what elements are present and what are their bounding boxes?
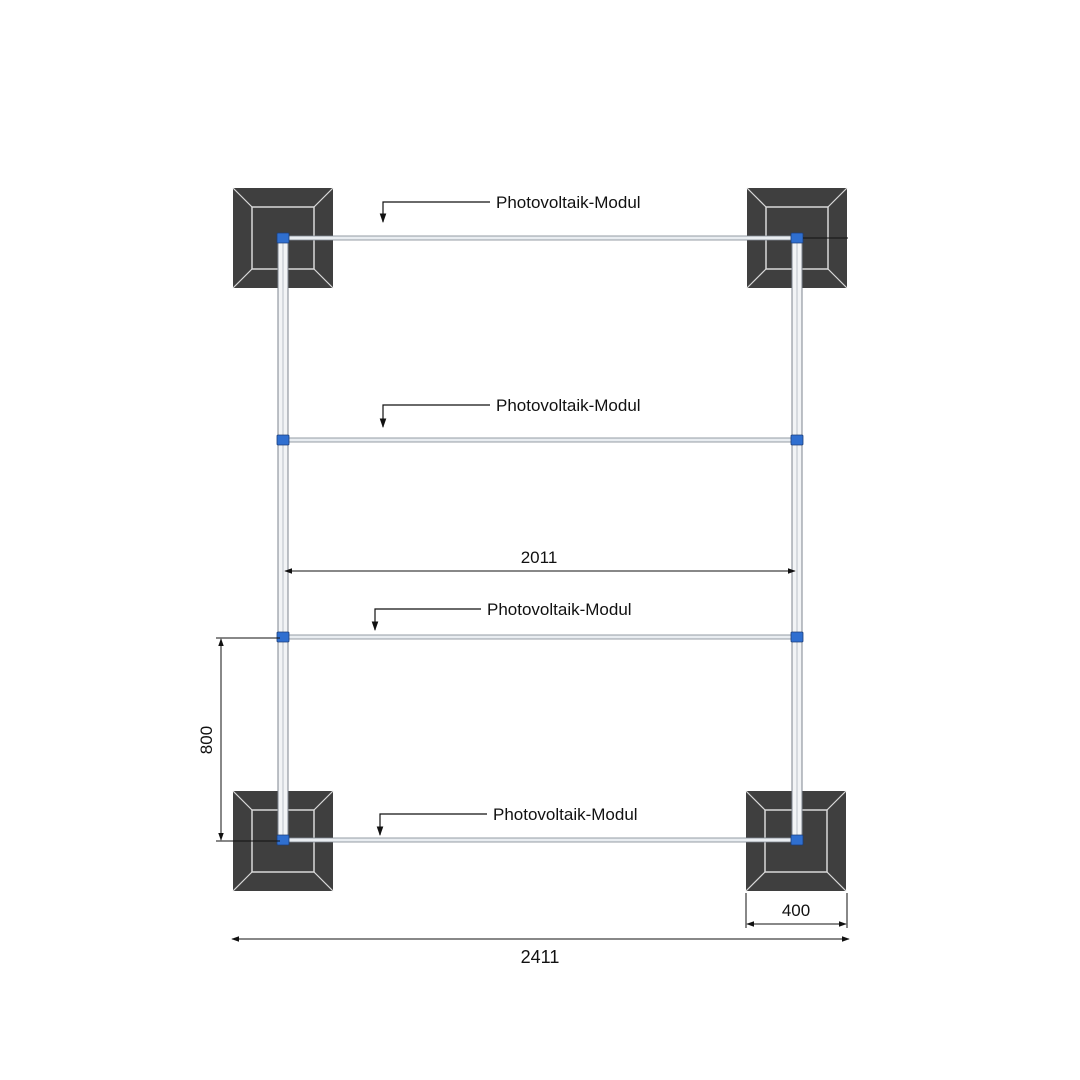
label-module-1: Photovoltaik-Modul	[496, 193, 641, 212]
module-profile-1	[282, 235, 798, 241]
callout-module-4: Photovoltaik-Modul	[376, 805, 638, 836]
callout-module-2: Photovoltaik-Modul	[379, 396, 641, 428]
callout-module-1: Photovoltaik-Modul	[379, 193, 641, 223]
rail-left	[277, 239, 289, 843]
dimension-module-spacing: 800	[197, 637, 280, 842]
callout-module-3: Photovoltaik-Modul	[371, 600, 632, 631]
clamps	[276, 232, 804, 846]
label-module-3: Photovoltaik-Modul	[487, 600, 632, 619]
dimension-inner-width: 2011	[284, 548, 796, 574]
dim-overall-width-text: 2411	[521, 947, 560, 967]
module-profile-3	[282, 634, 798, 640]
dimension-overall-width: 2411	[231, 936, 850, 967]
dim-module-spacing-text: 800	[197, 726, 216, 754]
label-module-2: Photovoltaik-Modul	[496, 396, 641, 415]
dim-inner-width-text: 2011	[521, 548, 558, 567]
module-profile-4	[282, 837, 798, 843]
dim-foot-width-text: 400	[782, 901, 810, 920]
label-module-4: Photovoltaik-Modul	[493, 805, 638, 824]
rail-right	[791, 239, 803, 843]
dimension-foot-width: 400	[745, 893, 848, 928]
module-profile-2	[282, 437, 798, 443]
